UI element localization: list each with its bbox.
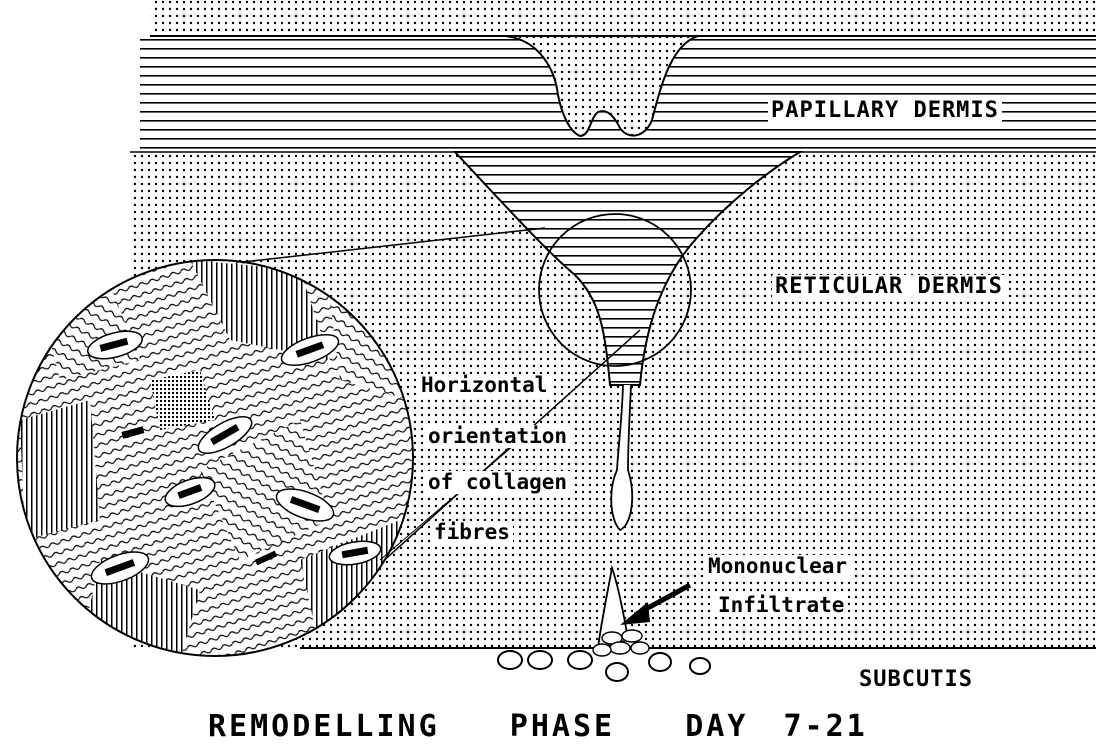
subcutis-label: SUBCUTIS: [856, 668, 976, 692]
reticular-dermis-label: RETICULAR DERMIS: [772, 275, 1006, 299]
collagen-note-line2: orientation: [425, 425, 570, 448]
diagram-caption: REMODELLING PHASE DAY 7-21: [208, 712, 868, 742]
infiltrate-note-line2: Infiltrate: [715, 594, 847, 617]
papillary-dermis-label: PAPILLARY DERMIS: [768, 99, 1002, 123]
collagen-note-line3: of collagen: [425, 471, 570, 494]
collagen-note-line4: fibres: [431, 521, 513, 544]
infiltrate-note-line1: Mononuclear: [705, 555, 850, 578]
collagen-note-line1: Horizontal: [418, 374, 550, 397]
epidermis-layer: [150, 0, 1096, 36]
